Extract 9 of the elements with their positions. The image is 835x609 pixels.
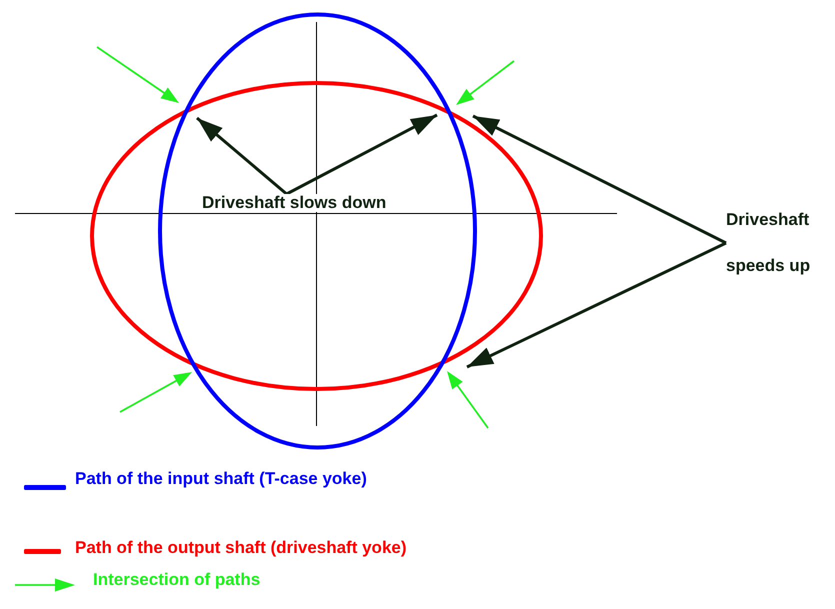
- legend-text: Intersection of paths: [93, 570, 260, 590]
- leader-arrow: [196, 116, 288, 196]
- callout-text: Driveshaft slows down: [200, 194, 388, 212]
- callout-text: Driveshaft speeds up: [726, 197, 826, 289]
- leader-arrow: [286, 114, 438, 196]
- leader-arrow: [466, 242, 727, 368]
- legend-text: Path of the output shaft (driveshaft yoke): [75, 538, 407, 558]
- leader-arrow: [472, 114, 727, 244]
- legend-text: Path of the input shaft (T-case yoke): [75, 469, 367, 489]
